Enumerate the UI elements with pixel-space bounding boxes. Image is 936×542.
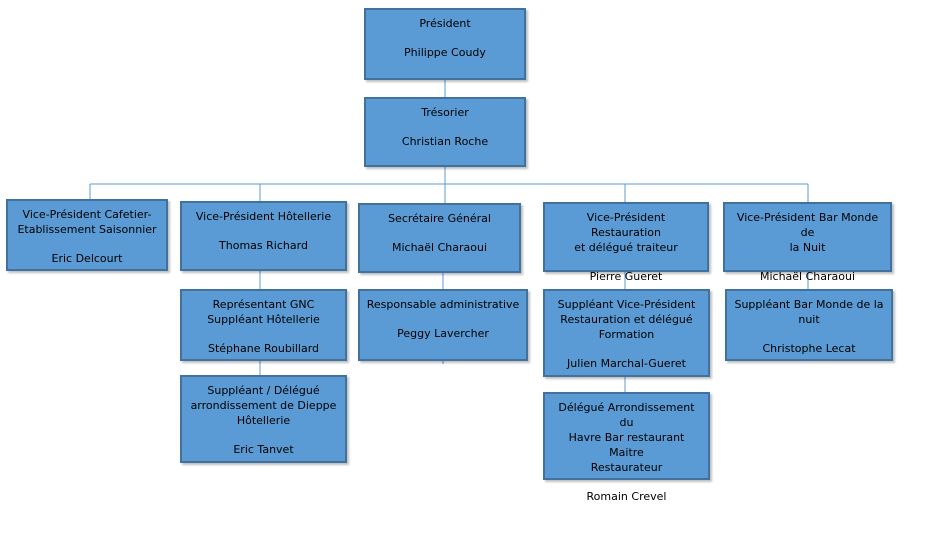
node-name: Eric Tanvet	[233, 443, 294, 456]
node-role: Secrétaire Général	[388, 212, 491, 225]
node-role: Suppléant Bar Monde de la nuit	[734, 298, 884, 326]
node-role: Trésorier	[421, 106, 469, 119]
node-name: Pierre Gueret	[589, 270, 663, 283]
org-node-vp-bar: Vice-Président Bar Monde de la Nuit Mich…	[723, 202, 892, 283]
org-node-suppl-bar: Suppléant Bar Monde de la nuit Christoph…	[725, 289, 893, 361]
node-role: Délégué Arrondissement du Havre Bar rest…	[558, 401, 695, 474]
node-role: Vice-Président Cafetier- Etablissement S…	[17, 208, 157, 236]
node-role: Vice-Président Restauration et délégué t…	[574, 211, 678, 254]
node-name: Julien Marchal-Gueret	[567, 357, 686, 370]
org-node-vp-cafetier: Vice-Président Cafetier- Etablissement S…	[6, 199, 168, 271]
node-role: Suppléant / Délégué arrondissement de Di…	[190, 384, 337, 427]
node-role: Président	[419, 17, 471, 30]
org-node-suppl-restauration: Suppléant Vice-Président Restauration et…	[543, 289, 710, 377]
node-name: Peggy Lavercher	[397, 327, 489, 340]
node-role: Responsable administrative	[366, 298, 520, 311]
node-role: Vice-Président Hôtellerie	[195, 210, 332, 223]
org-node-vp-hotellerie: Vice-Président Hôtellerie Thomas Richard	[180, 201, 347, 271]
org-node-president: Président Philippe Coudy	[364, 8, 526, 80]
node-role: Représentant GNC Suppléant Hôtellerie	[207, 298, 320, 326]
org-node-havre: Délégué Arrondissement du Havre Bar rest…	[543, 392, 710, 503]
org-node-dieppe: Suppléant / Délégué arrondissement de Di…	[180, 375, 347, 463]
org-node-vp-restauration: Vice-Président Restauration et délégué t…	[543, 202, 709, 283]
node-name: Eric Delcourt	[51, 252, 123, 265]
node-name: Christian Roche	[401, 135, 489, 148]
node-name: Michaël Charaoui	[759, 270, 856, 283]
node-name: Stéphane Roubillard	[207, 342, 320, 355]
org-node-resp-admin: Responsable administrative Peggy Laverch…	[358, 289, 528, 361]
node-role: Vice-Président Bar Monde de la Nuit	[736, 211, 879, 254]
org-node-gnc: Représentant GNC Suppléant Hôtellerie St…	[180, 289, 347, 361]
node-name: Philippe Coudy	[404, 46, 486, 59]
node-name: Michaël Charaoui	[391, 241, 488, 254]
node-role: Suppléant Vice-Président Restauration et…	[557, 298, 696, 341]
node-name: Romain Crevel	[586, 490, 667, 503]
org-node-secretaire: Secrétaire Général Michaël Charaoui	[358, 203, 521, 273]
node-name: Christophe Lecat	[762, 342, 856, 355]
org-node-tresorier: Trésorier Christian Roche	[364, 97, 526, 167]
node-name: Thomas Richard	[219, 239, 308, 252]
